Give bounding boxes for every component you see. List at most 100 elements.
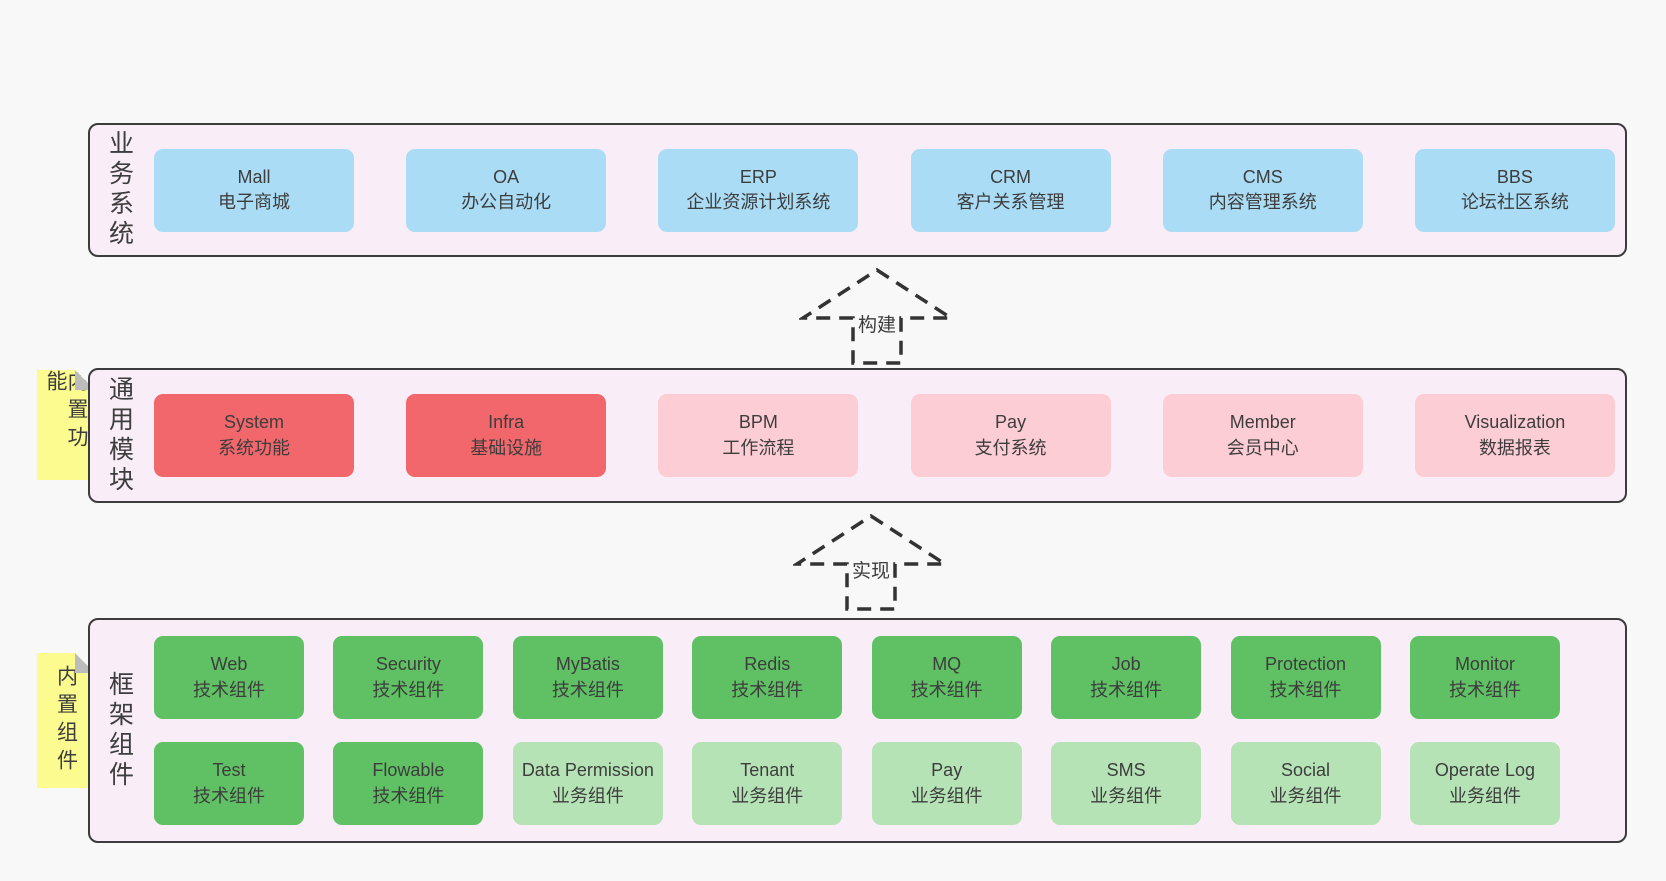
box-web: Web 技术组件 [154,636,304,719]
box-title: BPM [738,412,778,433]
box-title: Pay [995,412,1027,433]
dashed-up-arrow-icon [799,267,955,365]
box-subtitle: 技术组件 [193,785,265,806]
box-subtitle: 工作流程 [722,437,795,458]
sticky-note-built-in-components: 内置组件 [37,653,95,788]
band-box-area: System 系统功能 Infra 基础设施 BPM 工作流程 Pay 支付系统… [148,370,1625,501]
band-title: 通用模块 [105,375,134,496]
box-title: Job [1111,654,1141,675]
box-subtitle: 技术组件 [1269,679,1342,700]
box-subtitle: 技术组件 [1448,679,1521,700]
box-title: Security [375,654,441,675]
box-member: Member 会员中心 [1162,394,1363,477]
band-business-systems: 业务系统 Mall 电子商城 OA 办公自动化 ERP 企业资源计划系统 CRM [88,123,1627,257]
box-mall: Mall 电子商城 [154,148,354,232]
band-label-column: 通用模块 [90,370,148,501]
box-title: Data Permission [521,760,654,781]
box-crm: CRM 客户关系管理 [910,148,1111,232]
box-monitor: Monitor 技术组件 [1409,636,1560,719]
box-title: CMS [1242,166,1283,187]
box-title: ERP [739,166,777,187]
sticky-note-built-in-features: 内置功能 [37,370,95,480]
band-title: 业务系统 [105,130,134,250]
box-subtitle: 技术组件 [910,679,983,700]
box-title: Visualization [1464,412,1566,433]
box-title: Social [1281,760,1331,781]
box-subtitle: 技术组件 [193,679,265,700]
box-title: CRM [990,166,1032,187]
box-row: System 系统功能 Infra 基础设施 BPM 工作流程 Pay 支付系统… [154,394,1615,477]
box-erp: ERP 企业资源计划系统 [658,148,859,232]
box-subtitle: 数据报表 [1478,437,1551,458]
box-security: Security 技术组件 [333,636,484,719]
box-subtitle: 业务组件 [1269,785,1342,806]
box-subtitle: 业务组件 [1090,785,1163,806]
box-subtitle: 技术组件 [551,679,624,700]
box-data-permission: Data Permission 业务组件 [512,742,663,825]
box-title: BBS [1496,166,1533,187]
box-subtitle: 支付系统 [974,437,1047,458]
box-title: Operate Log [1434,760,1535,781]
box-subtitle: 业务组件 [731,785,804,806]
box-oa: OA 办公自动化 [406,148,607,232]
arrow-implement: 实现 [793,512,949,612]
box-subtitle: 内容管理系统 [1208,192,1317,212]
box-subtitle: 业务组件 [1448,785,1521,806]
box-flowable: Flowable 技术组件 [333,742,484,825]
arrow-label: 实现 [849,556,893,583]
box-title: MyBatis [555,654,620,675]
arrow-label: 构建 [855,310,899,337]
box-subtitle: 论坛社区系统 [1460,192,1569,212]
band-common-modules: 通用模块 System 系统功能 Infra 基础设施 BPM 工作流程 Pay [88,368,1627,503]
box-row: Test 技术组件 Flowable 技术组件 Data Permission … [154,742,1560,825]
box-subtitle: 技术组件 [372,785,445,806]
box-title: Tenant [740,760,795,781]
box-title: Monitor [1454,654,1515,675]
box-title: Mall [237,166,271,187]
box-visualization: Visualization 数据报表 [1414,394,1615,477]
box-title: Pay [931,760,963,781]
box-subtitle: 基础设施 [470,437,543,458]
box-subtitle: 业务组件 [551,785,624,806]
box-bpm: BPM 工作流程 [658,394,859,477]
band-framework-components: 框架组件 Web 技术组件 Security 技术组件 MyBatis 技术组件… [88,618,1627,843]
box-row: Web 技术组件 Security 技术组件 MyBatis 技术组件 Redi… [154,636,1560,719]
sticky-note-label: 内置组件 [54,664,78,777]
band-box-area: Web 技术组件 Security 技术组件 MyBatis 技术组件 Redi… [148,620,1625,841]
box-cms: CMS 内容管理系统 [1162,148,1363,232]
box-subtitle: 系统功能 [218,437,290,458]
box-subtitle: 业务组件 [910,785,983,806]
box-title: MQ [932,654,962,675]
band-title: 框架组件 [105,670,134,791]
box-subtitle: 技术组件 [731,679,804,700]
box-title: Web [210,654,248,675]
box-bbs: BBS 论坛社区系统 [1414,148,1615,232]
box-system: System 系统功能 [154,394,354,477]
box-pay-component: Pay 业务组件 [871,742,1022,825]
box-subtitle: 技术组件 [372,679,445,700]
box-title: Infra [488,412,525,433]
sticky-note-label: 内置功能 [44,370,88,454]
box-tenant: Tenant 业务组件 [692,742,843,825]
box-title: System [223,412,284,433]
box-subtitle: 电子商城 [218,192,290,212]
box-sms: SMS 业务组件 [1051,742,1202,825]
box-test: Test 技术组件 [154,742,304,825]
box-title: Flowable [372,760,445,781]
box-subtitle: 办公自动化 [461,192,552,212]
box-subtitle: 会员中心 [1226,437,1299,458]
band-label-column: 业务系统 [90,125,148,255]
box-title: Protection [1265,654,1347,675]
box-title: OA [493,166,520,187]
box-title: Test [212,760,246,781]
box-infra: Infra 基础设施 [406,394,607,477]
box-operate-log: Operate Log 业务组件 [1409,742,1560,825]
box-redis: Redis 技术组件 [692,636,843,719]
dashed-up-arrow-icon [793,513,949,611]
band-box-area: Mall 电子商城 OA 办公自动化 ERP 企业资源计划系统 CRM 客户关系… [148,125,1625,255]
box-mq: MQ 技术组件 [871,636,1022,719]
box-pay-module: Pay 支付系统 [910,394,1111,477]
band-label-column: 框架组件 [90,620,148,841]
box-subtitle: 客户关系管理 [956,192,1065,212]
